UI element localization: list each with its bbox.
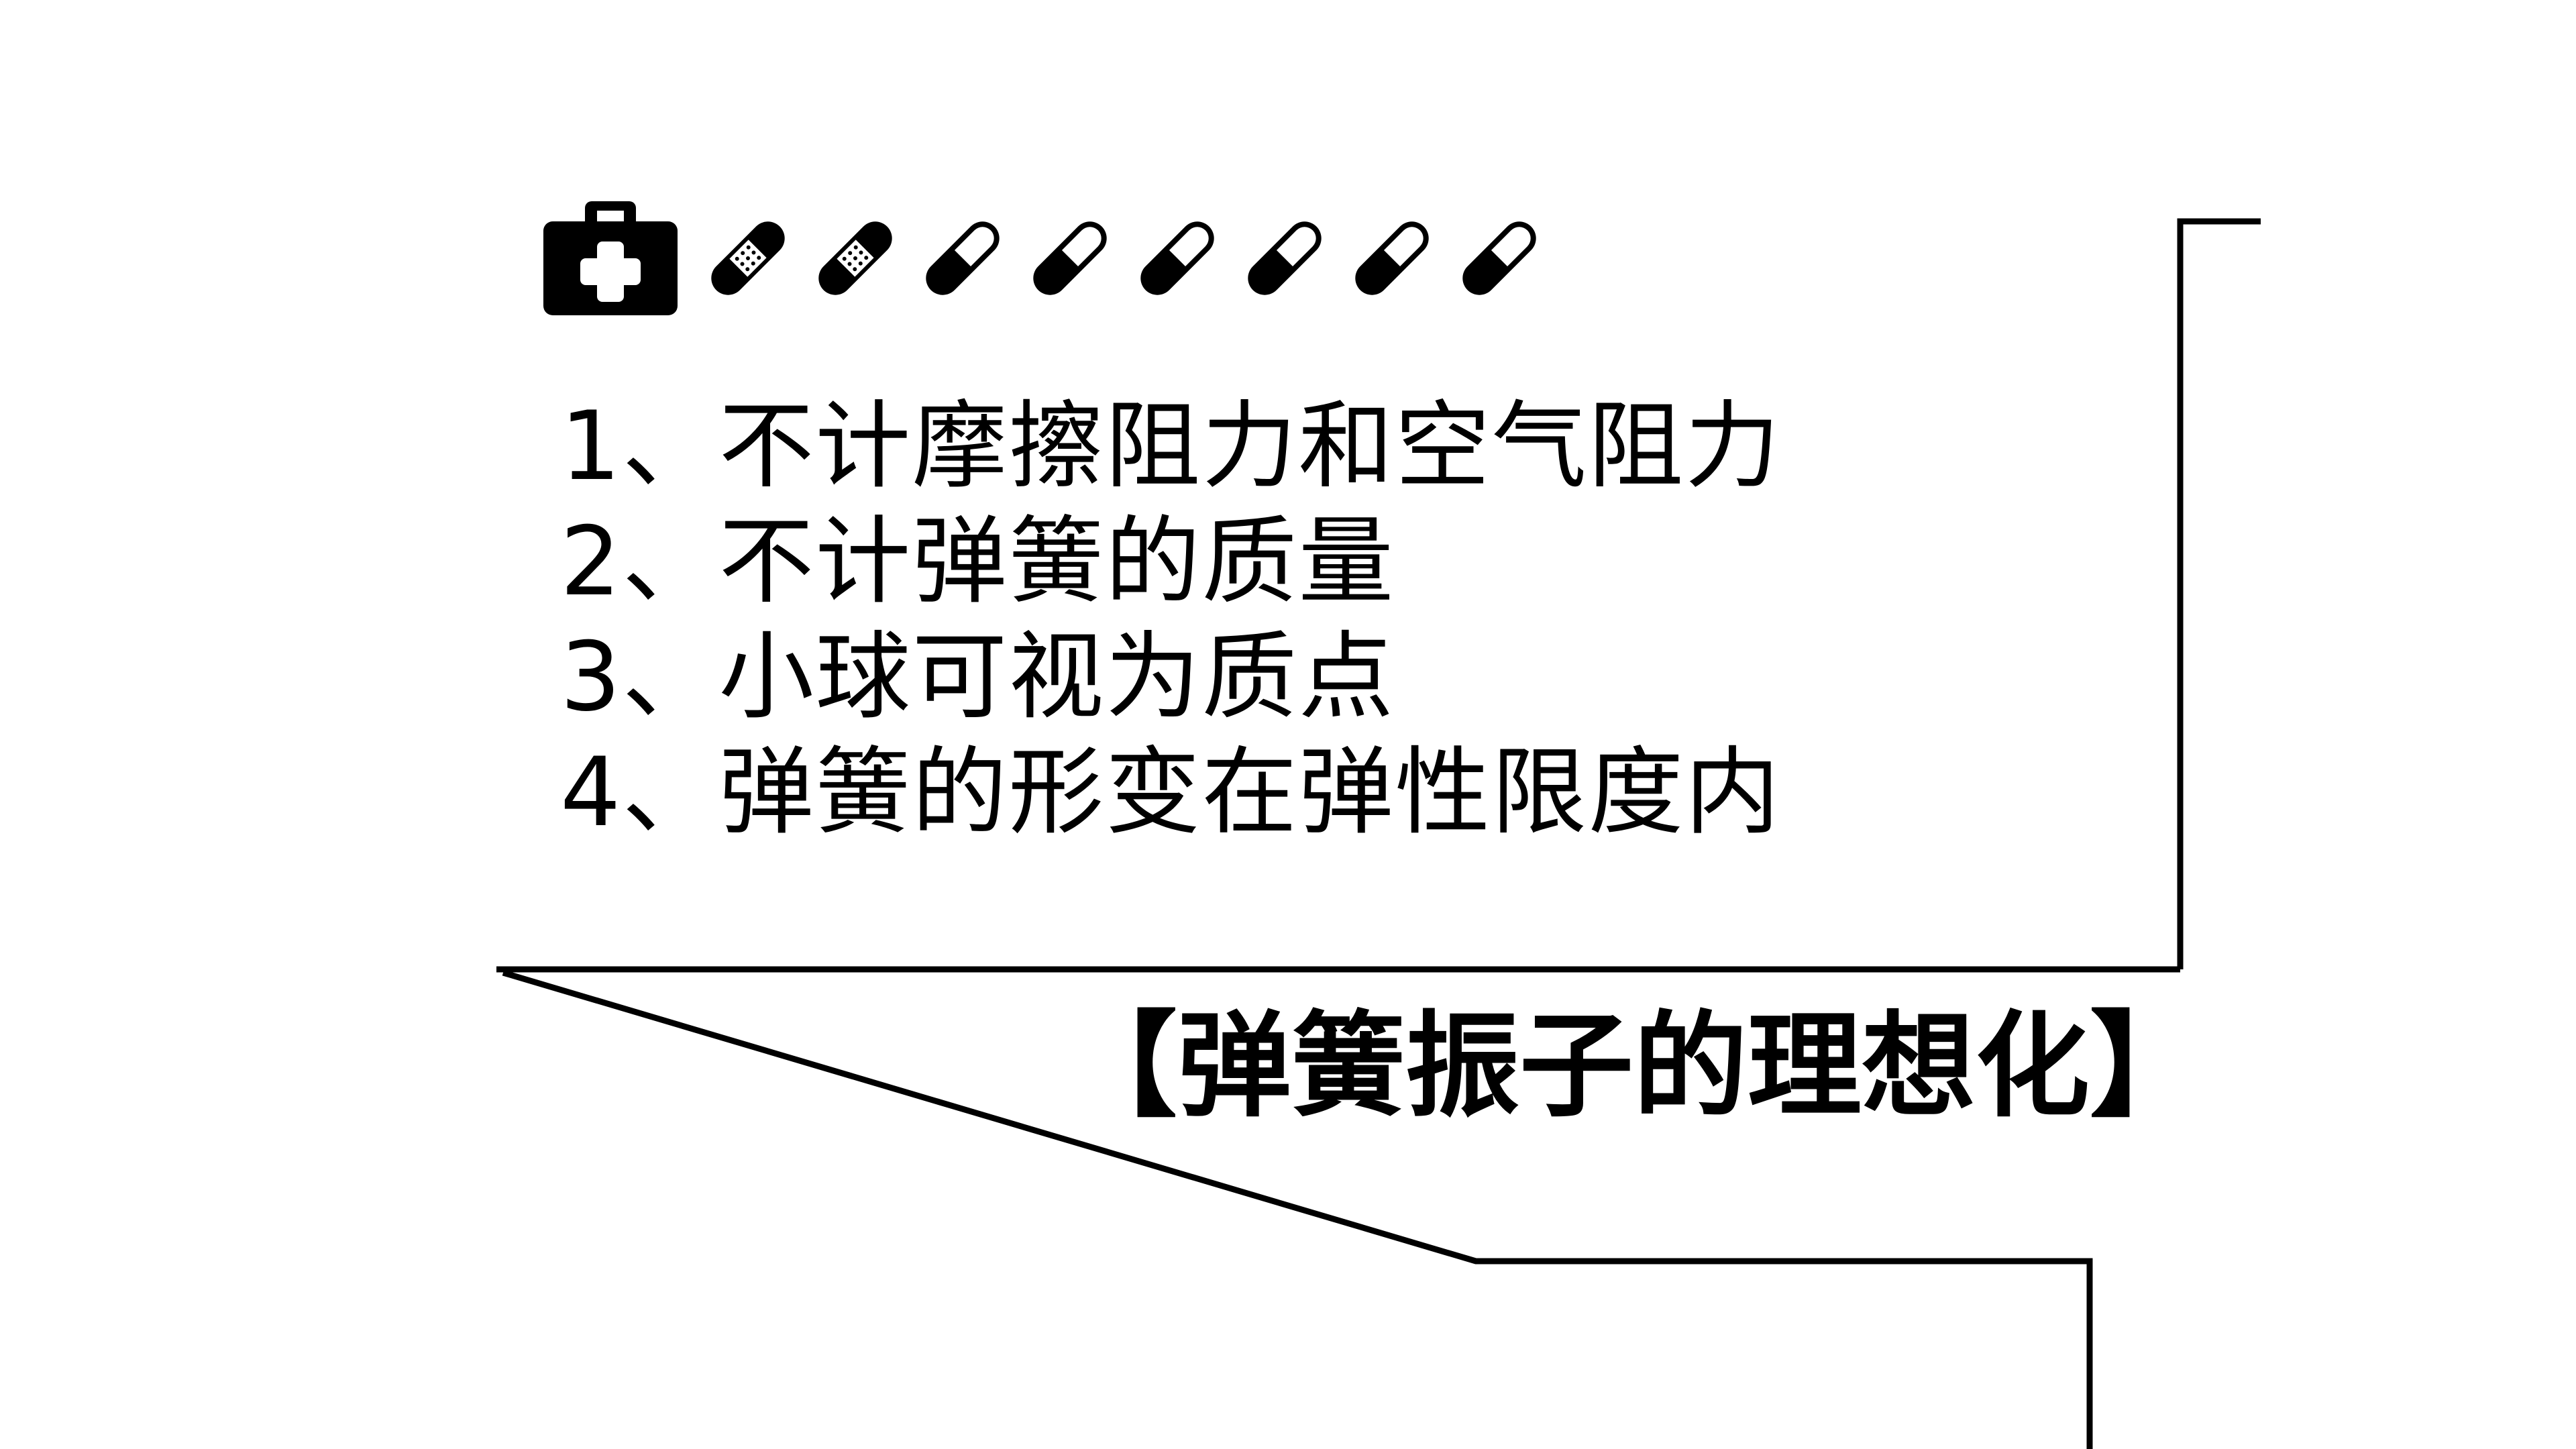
capsule-icon [1462, 221, 1536, 295]
medical-kit-icon [543, 201, 678, 315]
slide-title: 【弹簧振子的理想化】 [1063, 1000, 2204, 1133]
capsule-icon [1355, 221, 1429, 295]
bandage-icon [818, 221, 892, 295]
lower-slanted-line [502, 969, 2093, 1449]
capsule-icon [1033, 221, 1107, 295]
capsule-icon [1140, 221, 1214, 295]
condition-item: 1、不计摩擦阻力和空气阻力 [560, 391, 1782, 502]
icon-row [543, 201, 1556, 315]
condition-item: 3、小球可视为质点 [560, 622, 1395, 733]
capsule-icon [1248, 221, 1322, 295]
condition-item: 4、弹簧的形变在弹性限度内 [560, 737, 1782, 848]
idealization-conditions-list: 1、不计摩擦阻力和空气阻力 2、不计弹簧的质量 3、小球可视为质点 4、弹簧的形… [560, 389, 1781, 851]
bandage-icon [711, 221, 785, 295]
condition-item: 2、不计弹簧的质量 [560, 506, 1395, 617]
top-right-bracket-line [2177, 218, 2261, 969]
capsule-icon [926, 221, 1000, 295]
